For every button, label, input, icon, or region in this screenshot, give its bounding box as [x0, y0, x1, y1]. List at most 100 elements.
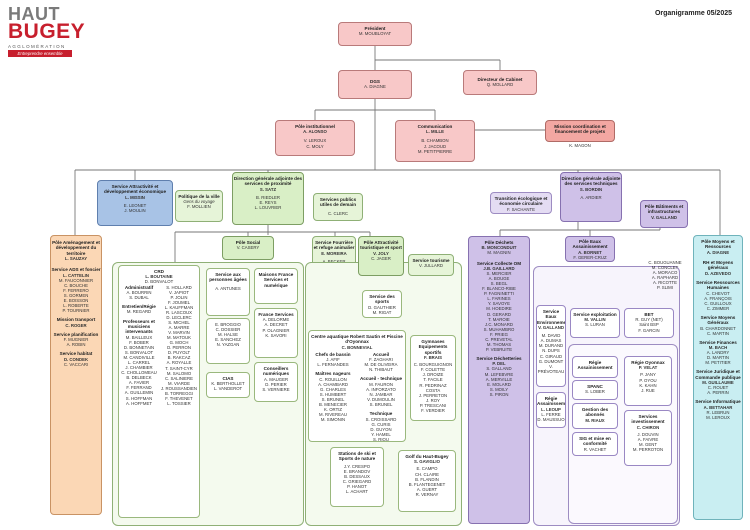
- president-box: Président M. MOUBLOYAT: [338, 22, 412, 46]
- regie-assainissement-name: L. LEOUP: [541, 406, 561, 412]
- member-name: S. VERNIERE: [262, 386, 290, 392]
- member-name: C. GUILLOUX: [704, 300, 732, 306]
- member-name: S. CROISSARD: [365, 416, 397, 422]
- member-name: K. SAVORI: [265, 332, 287, 338]
- member-name: S. RIOU: [373, 436, 389, 442]
- services-utiles-title: Services publics utiles de demain: [319, 197, 357, 208]
- member-name: J. MOULIN: [124, 207, 146, 213]
- member-name: M. FAURON: [369, 381, 393, 387]
- member-name: A. BECKER: [313, 259, 355, 264]
- member-name: C. JAGER: [371, 255, 391, 261]
- member-name: M. REGARD: [126, 309, 152, 315]
- dga-techniques-title: Direction générale adjointe des services…: [561, 176, 621, 187]
- member-name: V. LEROUX: [303, 138, 327, 144]
- ccas-title: CIAS: [222, 376, 234, 381]
- pole-social-name: V. CASERY: [236, 245, 260, 251]
- member-name: C. GIRAUD: [539, 353, 563, 359]
- spanc-box: SPANC S. LOBER: [572, 380, 618, 400]
- facturation-box: SIG et mise en conformité R. VACHET: [572, 432, 618, 456]
- regie-title: Régie Assainissement: [577, 360, 613, 371]
- golf-name: S. GAVIGLIO: [414, 459, 440, 465]
- member-name: R. VACHET: [583, 446, 607, 452]
- member-name: C. MOLY: [306, 143, 324, 149]
- member-name: L. ROBERTE: [63, 303, 89, 309]
- president-title: Président: [364, 26, 386, 31]
- member-name: P. VEBRUITE: [485, 346, 513, 352]
- moyens-box: Pôle Moyens et Ressources A. DIAGNE RH e…: [693, 235, 743, 520]
- member-name: C. GRIEGARD: [342, 479, 372, 484]
- section-title: Administratif: [124, 284, 154, 290]
- batiments-title: Pôle Bâtiments et infrastructures: [644, 204, 684, 215]
- member-name: A. FRANÇOIS: [704, 295, 732, 301]
- member-name: D. MARTIN: [707, 355, 729, 361]
- section-title: Service Finances: [699, 339, 737, 345]
- member-name: J. RUE: [641, 387, 655, 393]
- member-name: A. CHAMBARD: [318, 381, 348, 387]
- communication-name: L. MILLE: [426, 129, 444, 135]
- member-name: E. LEONET: [123, 202, 147, 208]
- member-name: A. MORACO: [652, 270, 678, 276]
- member-name: M. LEFEBVRE: [484, 371, 514, 377]
- member-name: S. LOBER: [585, 389, 605, 395]
- tourisme-title: Service tourisme: [412, 258, 450, 263]
- member-name: L. KAUFFMAN: [164, 304, 194, 310]
- member-name: S. GORMEN: [63, 292, 89, 298]
- section-title: Service planification: [53, 331, 99, 337]
- member-name: A. FAIVRE: [637, 436, 659, 442]
- dga-proximite-box: Direction générale adjointe des services…: [232, 172, 304, 225]
- member-name: C. SALINIERE: [165, 375, 193, 381]
- member-name: A. DELORME: [262, 317, 290, 323]
- member-name: M. DAVID: [541, 333, 561, 339]
- member-name: R. LASCOUX: [165, 309, 193, 315]
- member-name: E. MOLARD: [487, 381, 511, 387]
- member-name: A. ROBIN: [66, 342, 86, 348]
- tourisme-members: V. JULLARD: [409, 263, 453, 268]
- batiments-name: V. GALLAND: [651, 214, 677, 220]
- member-name: C. CHOLLOMEAU: [121, 370, 157, 376]
- member-name: A. RICOTTE: [652, 280, 678, 286]
- eaux-box: Pôle Eaux Assainissement A. BORNET F. GE…: [565, 236, 615, 262]
- section-title: Accueil - technique: [359, 376, 403, 382]
- member-name: C. ZIMMER: [706, 305, 730, 311]
- member-name: M. RIGAT: [372, 309, 392, 315]
- member-name: D. BONNETAIN: [123, 344, 155, 350]
- logo-tagline: Entreprendre ensemble: [8, 50, 72, 57]
- member-name: B. CHARDONNET: [700, 325, 736, 331]
- eaux-name: A. BORNET: [578, 249, 602, 255]
- batiments-box: Pôle Bâtiments et infrastructures V. GAL…: [640, 200, 688, 228]
- centre-aquatique-title: Centre aquatique Robert Sautin et Piscin…: [311, 334, 403, 345]
- logo-agglomeration: AGGLOMÉRATION: [8, 44, 66, 49]
- member-name: R. GUY (NET): [635, 317, 663, 323]
- member-name: F. MOLLIEN: [187, 204, 211, 210]
- regie-box: Régie Assainissement: [572, 356, 618, 378]
- member-name: D. PUYOLT: [167, 350, 191, 356]
- golf-title: Golf du Haut-Bugey: [405, 454, 449, 459]
- section-title: RH et Moyens généraux: [702, 259, 734, 271]
- dgs-box: DGS A. DIAGNE: [338, 70, 412, 99]
- member-name: M. THOMAS: [486, 341, 512, 347]
- member-name: L. FERNANDES: [317, 362, 349, 368]
- exploit-services-name: C. CHIRON: [636, 424, 660, 430]
- member-name: J. ROUSSANDIEN: [160, 385, 198, 391]
- personnes-agees-title: Service aux personnes âgées: [209, 272, 247, 283]
- member-name: B. RAKCAZ: [167, 355, 191, 361]
- member-name: T. SAINT-CYR: [165, 365, 193, 371]
- logo-bugey: BUGEY: [8, 20, 86, 43]
- member-name: B. DESSAUX: [344, 473, 370, 479]
